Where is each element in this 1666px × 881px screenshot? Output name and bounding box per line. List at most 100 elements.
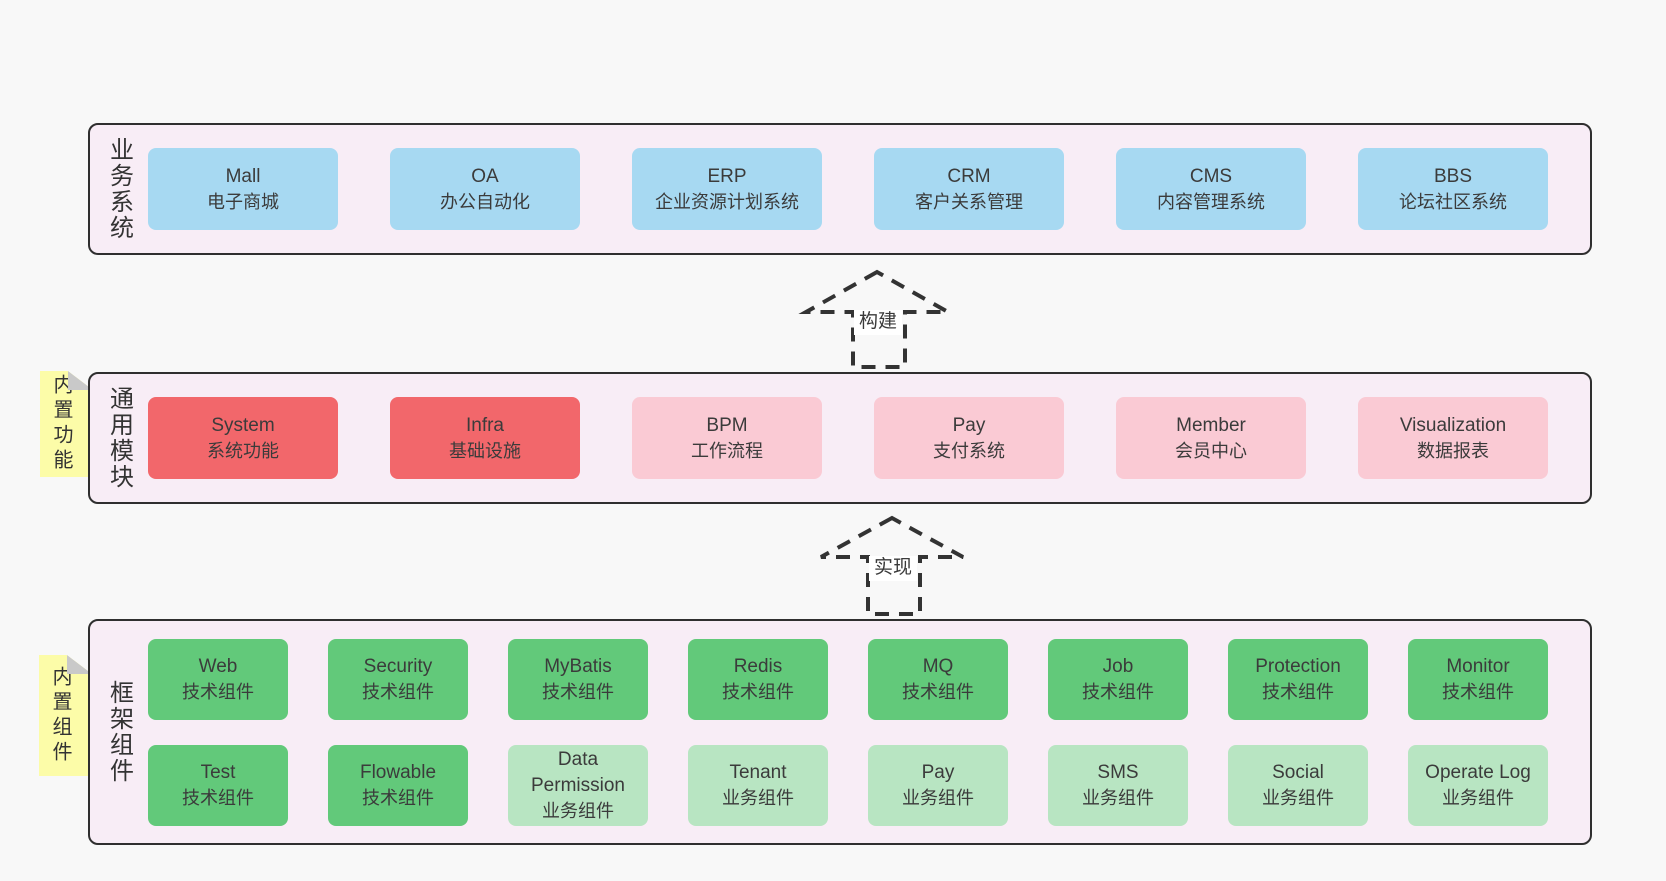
box-title: Job <box>1102 656 1134 678</box>
arrow-label-implement: 实现 <box>868 556 918 581</box>
box-title: CMS <box>1189 166 1233 188</box>
sticky-note-built-in-components: 内置组件 <box>39 655 92 776</box>
box-title: Infra <box>465 415 505 437</box>
box-pay-system: Pay 支付系统 <box>874 397 1064 479</box>
box-crm: CRM 客户关系管理 <box>874 148 1064 230</box>
box-title: Social <box>1272 762 1324 784</box>
box-member: Member 会员中心 <box>1116 397 1306 479</box>
box-title: Flowable <box>359 762 437 784</box>
note-text: 内置组件 <box>49 665 71 766</box>
box-subtitle: 数据报表 <box>1417 440 1489 461</box>
box-subtitle: 业务组件 <box>542 800 614 821</box>
components-row-2: Test 技术组件 Flowable 技术组件 Data Permission … <box>148 744 1548 826</box>
box-title: Pay <box>952 415 986 437</box>
box-security: Security 技术组件 <box>328 638 468 720</box>
box-title: Operate Log <box>1425 762 1531 784</box>
band-label-text: 通用模块 <box>105 386 133 490</box>
sticky-note-built-in-features: 内置功能 <box>40 371 93 477</box>
band-framework-components: 框架组件 Web 技术组件 Security 技术组件 MyBatis 技术组件… <box>88 619 1592 845</box>
box-title: Test <box>200 762 236 784</box>
band-content: Web 技术组件 Security 技术组件 MyBatis 技术组件 Redi… <box>148 621 1590 843</box>
box-subtitle: 技术组件 <box>902 681 974 702</box>
band-label-text: 框架组件 <box>105 680 133 784</box>
box-subtitle: 客户关系管理 <box>915 191 1023 212</box>
box-title: Monitor <box>1446 656 1510 678</box>
box-title: Tenant <box>729 762 787 784</box>
box-title: OA <box>471 166 499 188</box>
box-social: Social 业务组件 <box>1228 744 1368 826</box>
box-title: BBS <box>1433 166 1473 188</box>
box-title: SMS <box>1097 762 1139 784</box>
box-subtitle: 技术组件 <box>542 681 614 702</box>
box-subtitle: 业务组件 <box>1442 787 1514 808</box>
box-title: Data Permission <box>531 749 625 796</box>
box-protection: Protection 技术组件 <box>1228 638 1368 720</box>
box-title: BPM <box>706 415 748 437</box>
band-label-text: 业务系统 <box>105 137 133 241</box>
box-subtitle: 技术组件 <box>1082 681 1154 702</box>
box-test: Test 技术组件 <box>148 744 288 826</box>
box-web: Web 技术组件 <box>148 638 288 720</box>
band-business-systems: 业务系统 Mall 电子商城 OA 办公自动化 ERP 企业资源计划系统 CRM… <box>88 123 1592 255</box>
box-title: Redis <box>733 656 783 678</box>
box-title: Pay <box>921 762 955 784</box>
box-oa: OA 办公自动化 <box>390 148 580 230</box>
components-row-1: Web 技术组件 Security 技术组件 MyBatis 技术组件 Redi… <box>148 638 1548 720</box>
box-subtitle: 技术组件 <box>722 681 794 702</box>
box-erp: ERP 企业资源计划系统 <box>632 148 822 230</box>
box-sms: SMS 业务组件 <box>1048 744 1188 826</box>
box-bbs: BBS 论坛社区系统 <box>1358 148 1548 230</box>
box-subtitle: 论坛社区系统 <box>1399 191 1507 212</box>
band-common-modules: 通用模块 System 系统功能 Infra 基础设施 BPM 工作流程 Pay… <box>88 372 1592 504</box>
box-tenant: Tenant 业务组件 <box>688 744 828 826</box>
band-content: System 系统功能 Infra 基础设施 BPM 工作流程 Pay 支付系统… <box>148 374 1590 502</box>
box-operate-log: Operate Log 业务组件 <box>1408 744 1548 826</box>
box-title: MyBatis <box>544 656 612 678</box>
box-mq: MQ 技术组件 <box>868 638 1008 720</box>
box-title: Web <box>198 656 238 678</box>
box-mall: Mall 电子商城 <box>148 148 338 230</box>
band-content: Mall 电子商城 OA 办公自动化 ERP 企业资源计划系统 CRM 客户关系… <box>148 125 1590 253</box>
box-subtitle: 技术组件 <box>1262 681 1334 702</box>
arrow-label-build: 构建 <box>853 310 903 335</box>
box-subtitle: 技术组件 <box>182 681 254 702</box>
box-subtitle: 企业资源计划系统 <box>655 191 799 212</box>
box-monitor: Monitor 技术组件 <box>1408 638 1548 720</box>
box-bpm: BPM 工作流程 <box>632 397 822 479</box>
box-title: Mall <box>225 166 261 188</box>
box-flowable: Flowable 技术组件 <box>328 744 468 826</box>
box-cms: CMS 内容管理系统 <box>1116 148 1306 230</box>
box-subtitle: 基础设施 <box>449 440 521 461</box>
box-subtitle: 技术组件 <box>182 787 254 808</box>
box-system: System 系统功能 <box>148 397 338 479</box>
box-title: System <box>211 415 275 437</box>
box-title: Visualization <box>1399 415 1507 437</box>
box-subtitle: 工作流程 <box>691 440 763 461</box>
box-subtitle: 系统功能 <box>207 440 279 461</box>
box-subtitle: 技术组件 <box>1442 681 1514 702</box>
box-subtitle: 业务组件 <box>902 787 974 808</box>
box-title: ERP <box>707 166 747 188</box>
box-title: MQ <box>922 656 954 678</box>
box-subtitle: 会员中心 <box>1175 440 1247 461</box>
band-label: 业务系统 <box>90 125 148 253</box>
box-subtitle: 办公自动化 <box>440 191 530 212</box>
box-subtitle: 业务组件 <box>722 787 794 808</box>
box-redis: Redis 技术组件 <box>688 638 828 720</box>
box-mybatis: MyBatis 技术组件 <box>508 638 648 720</box>
box-subtitle: 技术组件 <box>362 787 434 808</box>
box-title: Security <box>363 656 433 678</box>
box-infra: Infra 基础设施 <box>390 397 580 479</box>
box-job: Job 技术组件 <box>1048 638 1188 720</box>
band-label: 通用模块 <box>90 374 148 502</box>
box-subtitle: 支付系统 <box>933 440 1005 461</box>
box-subtitle: 技术组件 <box>362 681 434 702</box>
box-subtitle: 业务组件 <box>1262 787 1334 808</box>
box-title: Protection <box>1255 656 1341 678</box>
note-text: 内置功能 <box>50 374 72 474</box>
box-pay-component: Pay 业务组件 <box>868 744 1008 826</box>
box-subtitle: 电子商城 <box>207 191 279 212</box>
box-subtitle: 业务组件 <box>1082 787 1154 808</box>
box-visualization: Visualization 数据报表 <box>1358 397 1548 479</box>
